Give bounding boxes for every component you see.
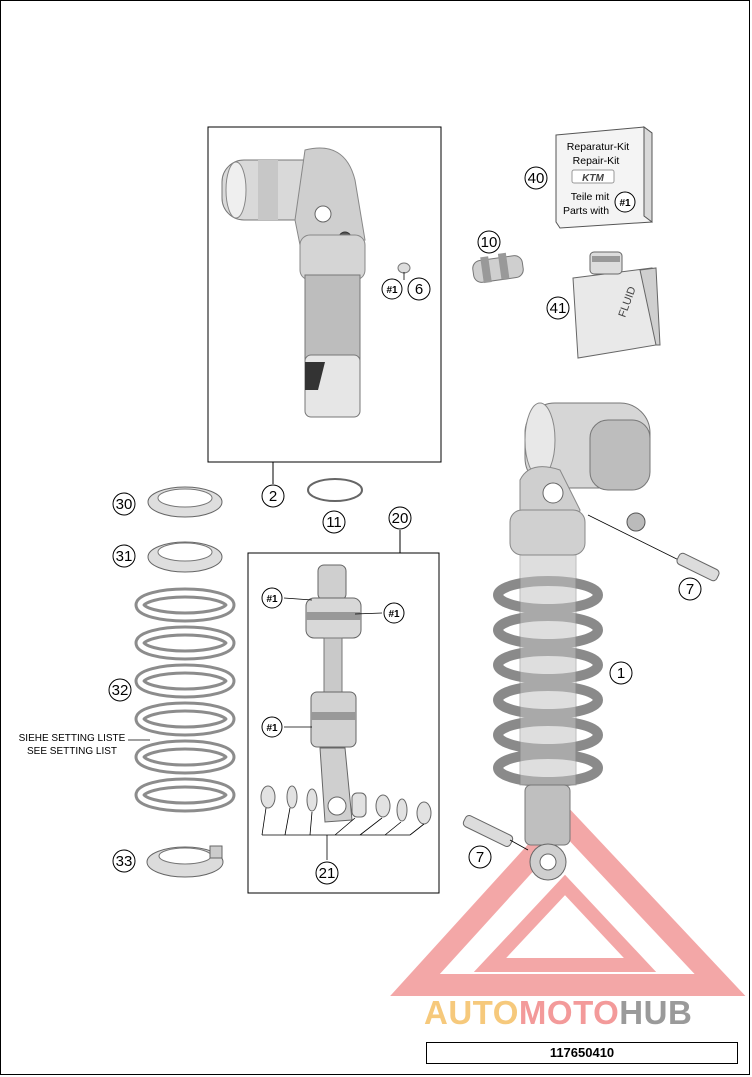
callout-7-lower: 7	[476, 849, 484, 866]
ref-marker-1: #1	[386, 285, 398, 296]
kit-label-line4: Parts with	[563, 205, 609, 217]
shock-spring	[134, 587, 236, 813]
callout-1: 1	[617, 665, 625, 682]
watermark-moto: MOTO	[518, 994, 620, 1031]
assembly-box-2	[207, 126, 442, 463]
kit-label-line2: Repair-Kit	[573, 155, 620, 167]
callout-11: 11	[326, 514, 342, 531]
callout-33: 33	[116, 853, 133, 870]
ref-leader-lines	[283, 272, 405, 728]
callout-10: 10	[481, 234, 498, 251]
watermark-hub: HUB	[619, 994, 693, 1031]
bolt-lower	[462, 815, 529, 851]
callout-32: 32	[112, 682, 129, 699]
callout-markers	[108, 166, 702, 885]
ktm-logo: KTM	[582, 173, 604, 184]
fluid-can: FLUID	[572, 251, 661, 359]
kit-label-line3: Teile mit	[571, 191, 610, 203]
adjusting-ring-31	[147, 541, 223, 573]
kit-ref: #1	[619, 198, 631, 209]
callout-31: 31	[116, 548, 133, 565]
assembly-box-20	[247, 552, 440, 894]
callout-41: 41	[550, 300, 567, 317]
callout-30: 30	[116, 496, 133, 513]
valve-part-10	[472, 252, 524, 284]
setting-note-en: SEE SETTING LIST	[27, 746, 117, 757]
callout-20: 20	[392, 510, 409, 527]
ref-marker-4: #1	[266, 723, 278, 734]
callout-40: 40	[528, 170, 545, 187]
bolt-upper	[587, 514, 720, 582]
main-shock-absorber	[493, 402, 651, 881]
callout-6: 6	[415, 281, 423, 298]
ref-marker-2: #1	[266, 594, 278, 605]
piston-rod-assembly	[305, 564, 362, 823]
setting-note-de: SIEHE SETTING LISTE	[19, 733, 126, 744]
leader-lines-21	[261, 807, 425, 860]
circlip	[307, 478, 363, 502]
watermark-auto: AUTO	[424, 994, 519, 1031]
callout-21: 21	[319, 865, 336, 882]
adjusting-ring-30	[147, 486, 223, 518]
ref-marker-3: #1	[388, 609, 400, 620]
shock-absorber-body-2	[221, 147, 411, 418]
watermark-logo-triangle	[390, 803, 746, 996]
shim-washers	[260, 785, 432, 825]
drawing-part-number: 117650410	[426, 1042, 738, 1064]
kit-label-line1: Reparatur-Kit	[567, 141, 630, 153]
repair-kit-box: Reparatur-Kit Repair-Kit KTM Teile mit P…	[555, 126, 653, 229]
spring-seat	[146, 845, 224, 878]
watermark-text: AUTOMOTOHUB	[424, 993, 692, 1033]
callout-2: 2	[269, 488, 277, 505]
callout-7-upper: 7	[686, 581, 694, 598]
